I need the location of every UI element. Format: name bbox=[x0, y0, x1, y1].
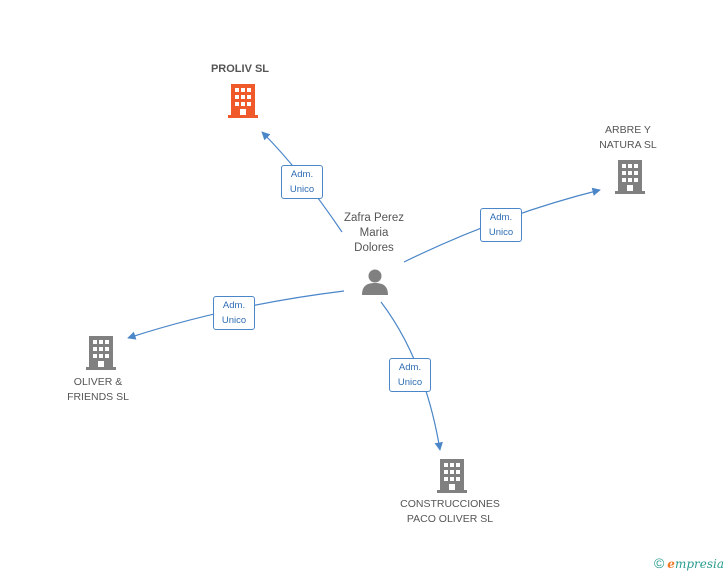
edge-label-line-1: Adm. bbox=[398, 362, 422, 373]
building-icon-construcciones[interactable] bbox=[437, 459, 467, 493]
edge-label-arbre: Adm. Unico bbox=[480, 208, 522, 242]
company-name-line: ARBRE Y bbox=[605, 124, 651, 136]
company-name-line: PACO OLIVER SL bbox=[406, 513, 494, 525]
brand-logo-initial: e bbox=[667, 557, 675, 571]
person-name-line-1: Zafra Perez bbox=[343, 212, 405, 224]
company-label-oliver[interactable]: OLIVER & FRIENDS SL bbox=[48, 375, 148, 405]
footer-brand[interactable]: ©empresia bbox=[654, 555, 724, 571]
building-icon-oliver[interactable] bbox=[86, 336, 116, 370]
edge-label-line-1: Adm. bbox=[489, 212, 513, 223]
person-name-label[interactable]: Zafra Perez Maria Dolores bbox=[326, 211, 422, 256]
edge-label-proliv: Adm. Unico bbox=[281, 165, 323, 199]
person-name-line-2: Maria bbox=[359, 227, 389, 239]
copyright-icon: © bbox=[653, 555, 665, 571]
person-icon[interactable] bbox=[362, 269, 388, 296]
company-label-arbre[interactable]: ARBRE Y NATURA SL bbox=[578, 123, 678, 153]
company-name-line: OLIVER & bbox=[73, 376, 123, 388]
building-icon-arbre[interactable] bbox=[615, 160, 645, 194]
edge-label-line-2: Unico bbox=[397, 377, 423, 388]
company-name-line: PROLIV SL bbox=[210, 63, 270, 75]
edge-label-line-1: Adm. bbox=[290, 169, 314, 180]
company-name-line: FRIENDS SL bbox=[67, 391, 129, 403]
company-name-line: CONSTRUCCIONES bbox=[400, 498, 500, 510]
company-label-construcciones[interactable]: CONSTRUCCIONES PACO OLIVER SL bbox=[388, 497, 512, 527]
person-name-line-3: Dolores bbox=[354, 242, 394, 254]
company-name-line: NATURA SL bbox=[599, 139, 657, 151]
company-label-proliv[interactable]: PROLIV SL bbox=[190, 62, 290, 77]
edge-label-construcciones: Adm. Unico bbox=[389, 358, 431, 392]
edge-label-line-1: Adm. bbox=[222, 300, 246, 311]
edge-label-oliver: Adm. Unico bbox=[213, 296, 255, 330]
building-icon-proliv[interactable] bbox=[228, 84, 258, 118]
edge-label-line-2: Unico bbox=[488, 227, 514, 238]
brand-logo-text: mpresia bbox=[674, 557, 724, 571]
edge-label-line-2: Unico bbox=[289, 184, 315, 195]
edge-label-line-2: Unico bbox=[221, 315, 247, 326]
